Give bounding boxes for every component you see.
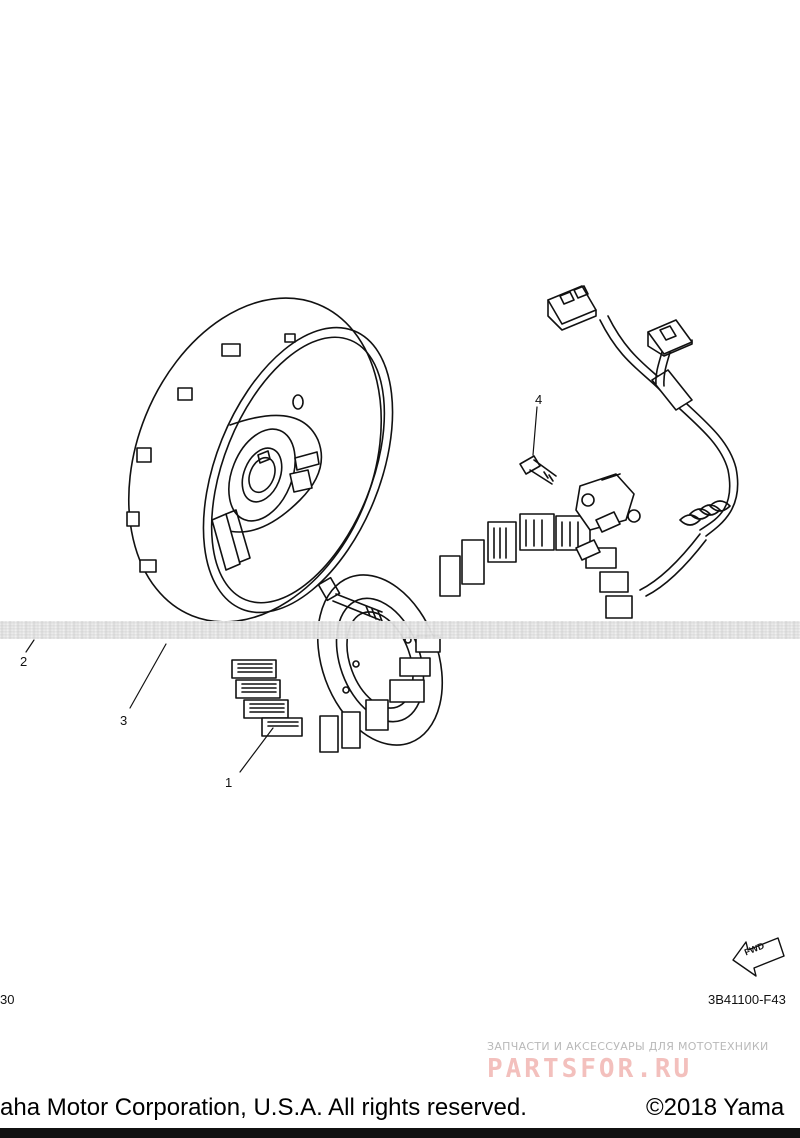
fwd-arrow-icon: [732, 937, 785, 977]
callout-3: 3: [120, 713, 128, 728]
watermark-tagline: ЗАПЧАСТИ И АКСЕССУАРЫ ДЛЯ МОТОТЕХНИКИ: [487, 1040, 769, 1053]
drawing-code: 3B41100-F43: [708, 992, 786, 1007]
partsfor-watermark: ЗАПЧАСТИ И АКСЕССУАРЫ ДЛЯ МОТОТЕХНИКИ PA…: [487, 1040, 800, 1084]
flywheel-rotor: [126, 297, 394, 623]
watermark-logo: PARTSFOR.RU: [487, 1054, 693, 1084]
footer-copyright: ©2018 Yama: [646, 1094, 785, 1121]
stator-coil: [231, 513, 633, 753]
callout-4: 4: [535, 392, 543, 407]
footer-rights: aha Motor Corporation, U.S.A. All rights…: [0, 1094, 527, 1121]
callout-2: 2: [20, 654, 28, 669]
footer-bar: [0, 1128, 800, 1138]
pickup-coil: [519, 455, 641, 531]
wire-harness: [547, 285, 739, 597]
scan-tear-band: [0, 621, 800, 639]
callout-1: 1: [225, 775, 233, 790]
left-page-code: 30: [0, 992, 15, 1007]
leader-lines: [25, 406, 538, 773]
stator-bolt: [317, 576, 383, 622]
